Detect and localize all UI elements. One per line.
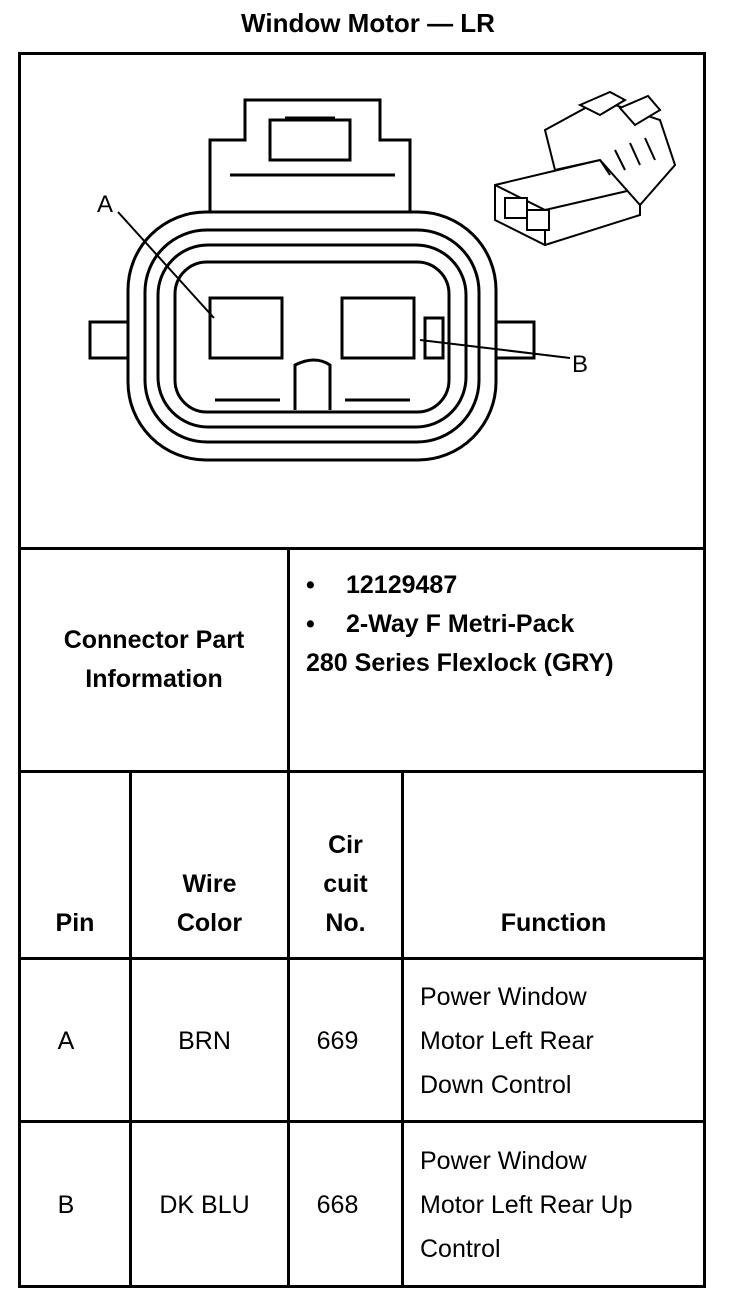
part-number: • 12129487 (306, 566, 614, 605)
header-circuit-no: Cir cuit No. (323, 831, 368, 937)
row-b-function: Power Window Motor Left Rear Up Control (420, 1147, 633, 1263)
divider (18, 770, 706, 773)
connector-table-frame (18, 52, 706, 1288)
header-wire-color: Wire Color (176, 870, 243, 937)
divider (18, 957, 706, 960)
page-title: Window Motor — LR (241, 8, 495, 38)
label-line: Connector Part (63, 626, 245, 654)
connector-type: • 2-Way F Metri-Pack (306, 605, 614, 644)
pin-a-label: A (97, 191, 113, 218)
divider (401, 770, 404, 1288)
header-function: Function (500, 909, 607, 937)
row-a-wire-color: BRN (178, 1027, 231, 1055)
row-a-function: Power Window Motor Left Rear Down Contro… (420, 983, 594, 1099)
divider (287, 547, 290, 1288)
row-b-wire-color: DK BLU (159, 1191, 250, 1219)
row-b-circuit: 668 (316, 1191, 359, 1219)
connector-part-info: • 12129487 • 2-Way F Metri-Pack 280 Seri… (306, 566, 614, 683)
divider (18, 547, 706, 550)
header-pin: Pin (55, 909, 95, 937)
bullet-icon: • (306, 571, 315, 599)
connector-3d-icon (494, 90, 677, 247)
row-b-pin: B (57, 1191, 75, 1219)
divider (129, 770, 132, 1288)
row-a-pin: A (57, 1027, 75, 1055)
label-line: Information (85, 665, 223, 693)
divider (18, 1120, 706, 1123)
connector-series: 280 Series Flexlock (GRY) (306, 649, 614, 677)
connector-diagram: A B (88, 90, 677, 462)
pin-b-label: B (572, 351, 588, 378)
connector-part-info-label: Connector Part Information (21, 550, 287, 770)
bullet-icon: • (306, 610, 315, 638)
row-a-circuit: 669 (316, 1027, 359, 1055)
